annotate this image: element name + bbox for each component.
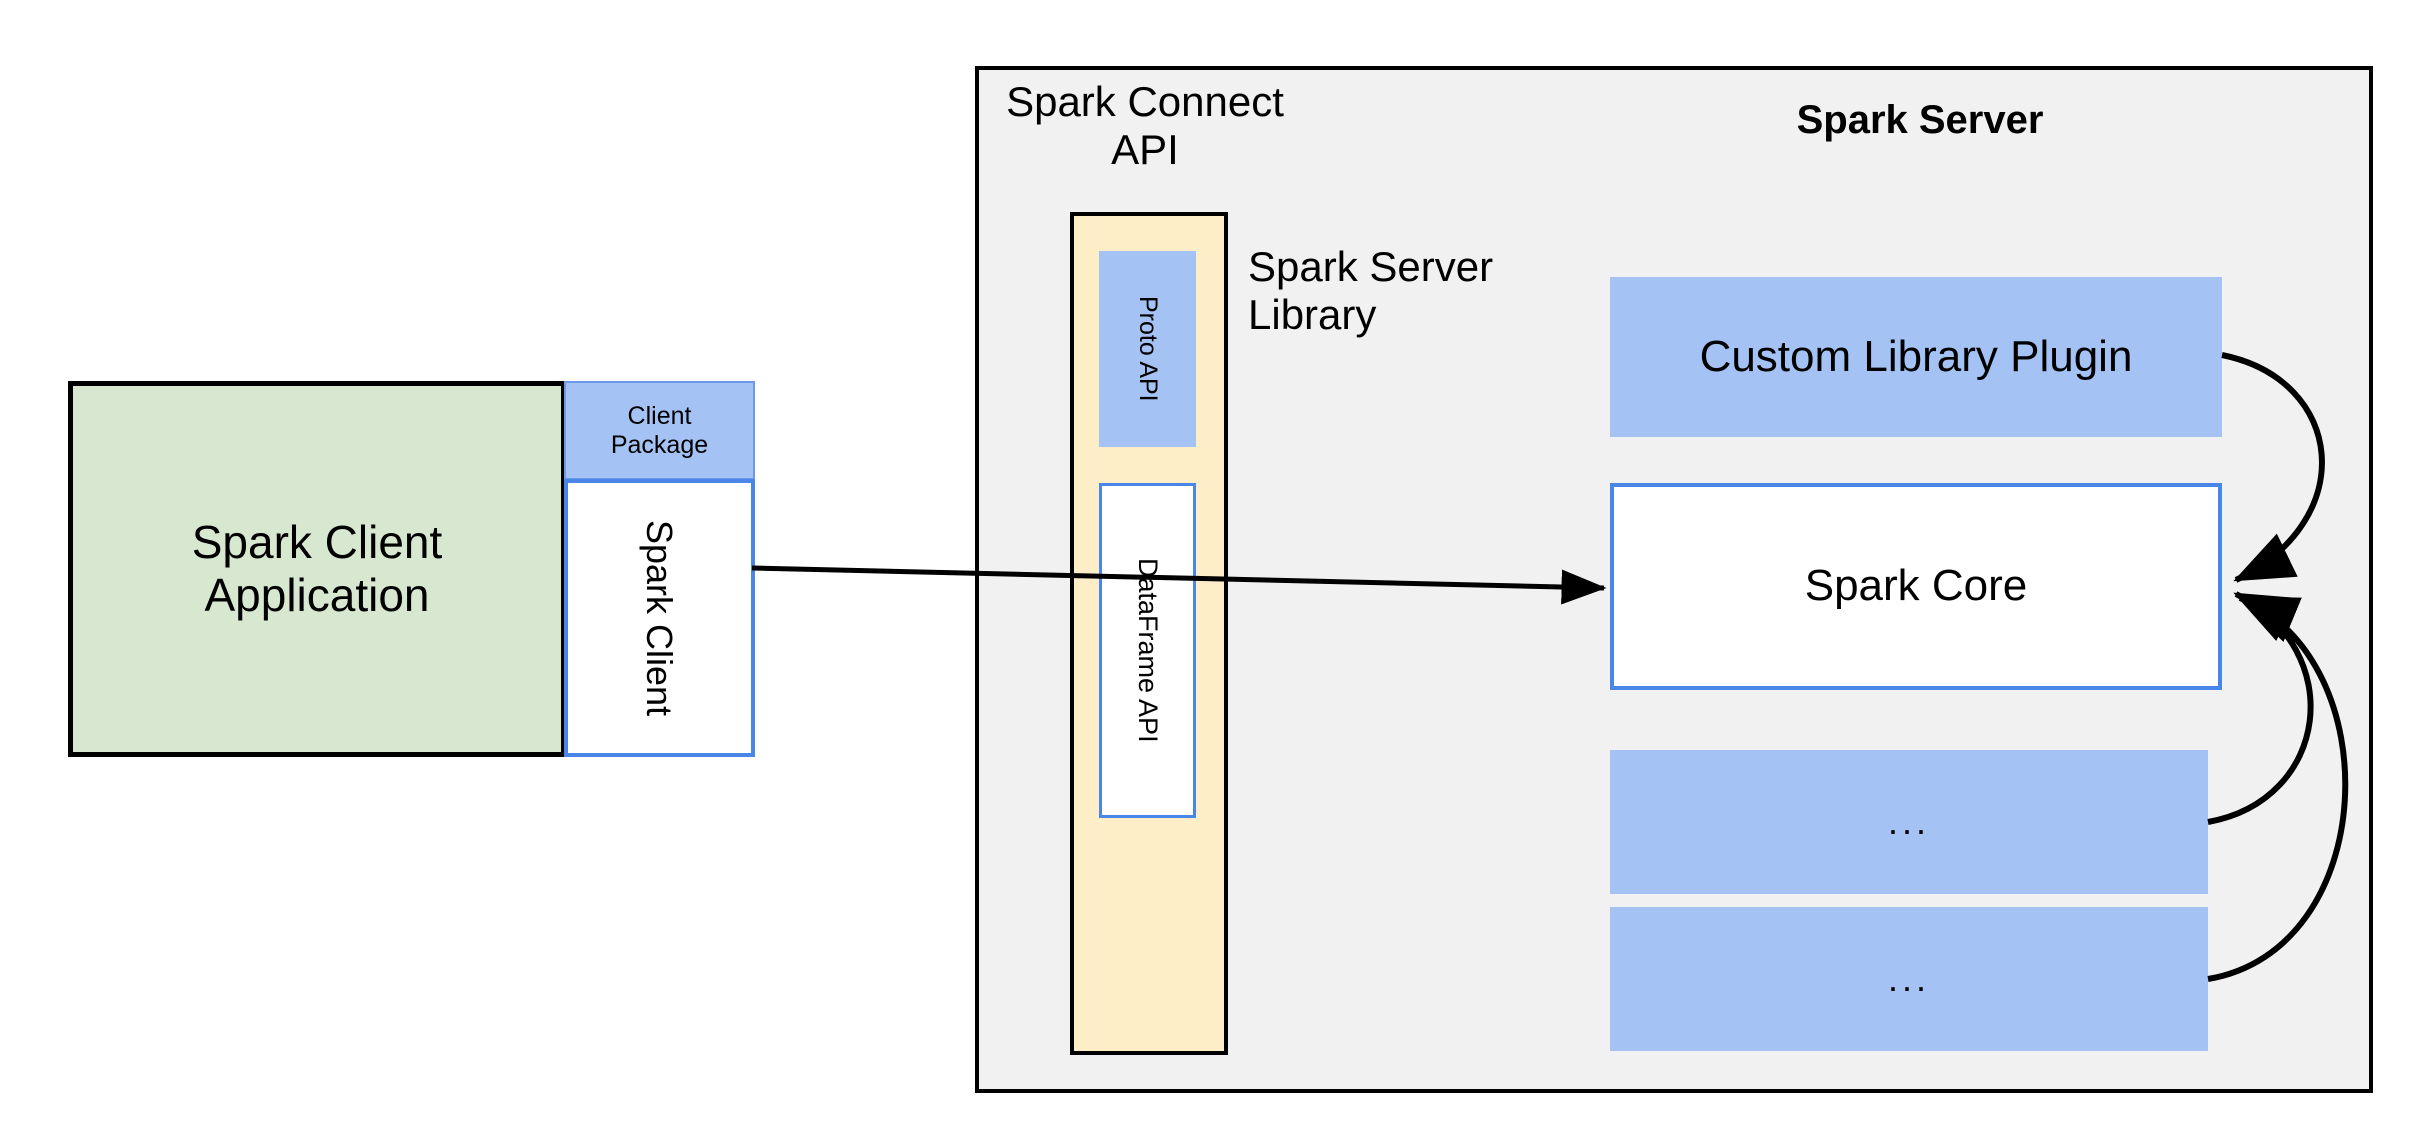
- spark-server-library-label: Spark Server Library: [1248, 243, 1588, 363]
- spark-client-box: Spark Client: [564, 479, 755, 757]
- spark-client-application-label-line2: Application: [204, 569, 430, 621]
- spark-connect-api-label: Spark Connect API: [1000, 66, 1290, 186]
- spark-server-title: Spark Server: [1796, 98, 2044, 142]
- spark-server-library-label-line2: Library: [1248, 291, 1377, 339]
- server-component-ellipsis-1: ...: [1610, 750, 2208, 894]
- client-package-label-line2: Package: [610, 430, 709, 459]
- spark-server-library-label-line1: Spark Server: [1248, 243, 1494, 290]
- dataframe-api-box: DataFrame API: [1099, 483, 1196, 818]
- spark-core-box: Spark Core: [1610, 483, 2222, 690]
- server-component-ellipsis-2: ...: [1610, 907, 2208, 1051]
- spark-client-application-box: Spark Client Application: [68, 381, 566, 757]
- custom-library-plugin-box: Custom Library Plugin: [1610, 277, 2222, 437]
- spark-client-label: Spark Client: [639, 519, 681, 717]
- proto-api-label: Proto API: [1133, 296, 1162, 402]
- client-package-box: Client Package: [564, 381, 755, 480]
- spark-connect-api-label-line2: API: [1111, 126, 1179, 174]
- spark-connect-api-label-line1: Spark Connect: [1006, 78, 1284, 125]
- spark-client-application-label-line1: Spark Client: [191, 516, 443, 569]
- dataframe-api-label: DataFrame API: [1133, 558, 1164, 743]
- proto-api-box: Proto API: [1099, 251, 1196, 447]
- client-package-label-line1: Client: [627, 401, 692, 430]
